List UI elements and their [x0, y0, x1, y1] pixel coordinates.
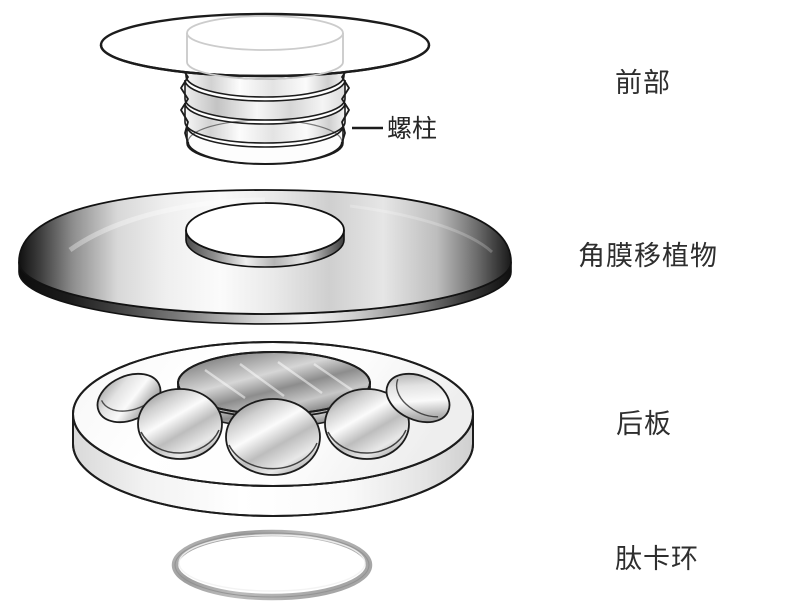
back-plate-component	[72, 341, 474, 517]
corneal-graft-component	[18, 189, 512, 325]
peripheral-hole	[324, 388, 410, 460]
stud-callout-label: 螺柱	[387, 114, 438, 143]
locking-ring-component	[171, 529, 373, 601]
locking-ring-label: 肽卡环	[615, 544, 699, 575]
front-part-component	[99, 12, 431, 165]
peripheral-hole	[137, 388, 223, 460]
peripheral-hole	[385, 372, 451, 424]
front-part-label: 前部	[615, 68, 671, 99]
peripheral-hole	[225, 398, 321, 476]
back-plate-label: 后板	[616, 409, 672, 440]
corneal-graft-label: 角膜移植物	[578, 241, 718, 272]
flange-disc	[99, 12, 431, 78]
optic-cylinder	[186, 15, 344, 80]
